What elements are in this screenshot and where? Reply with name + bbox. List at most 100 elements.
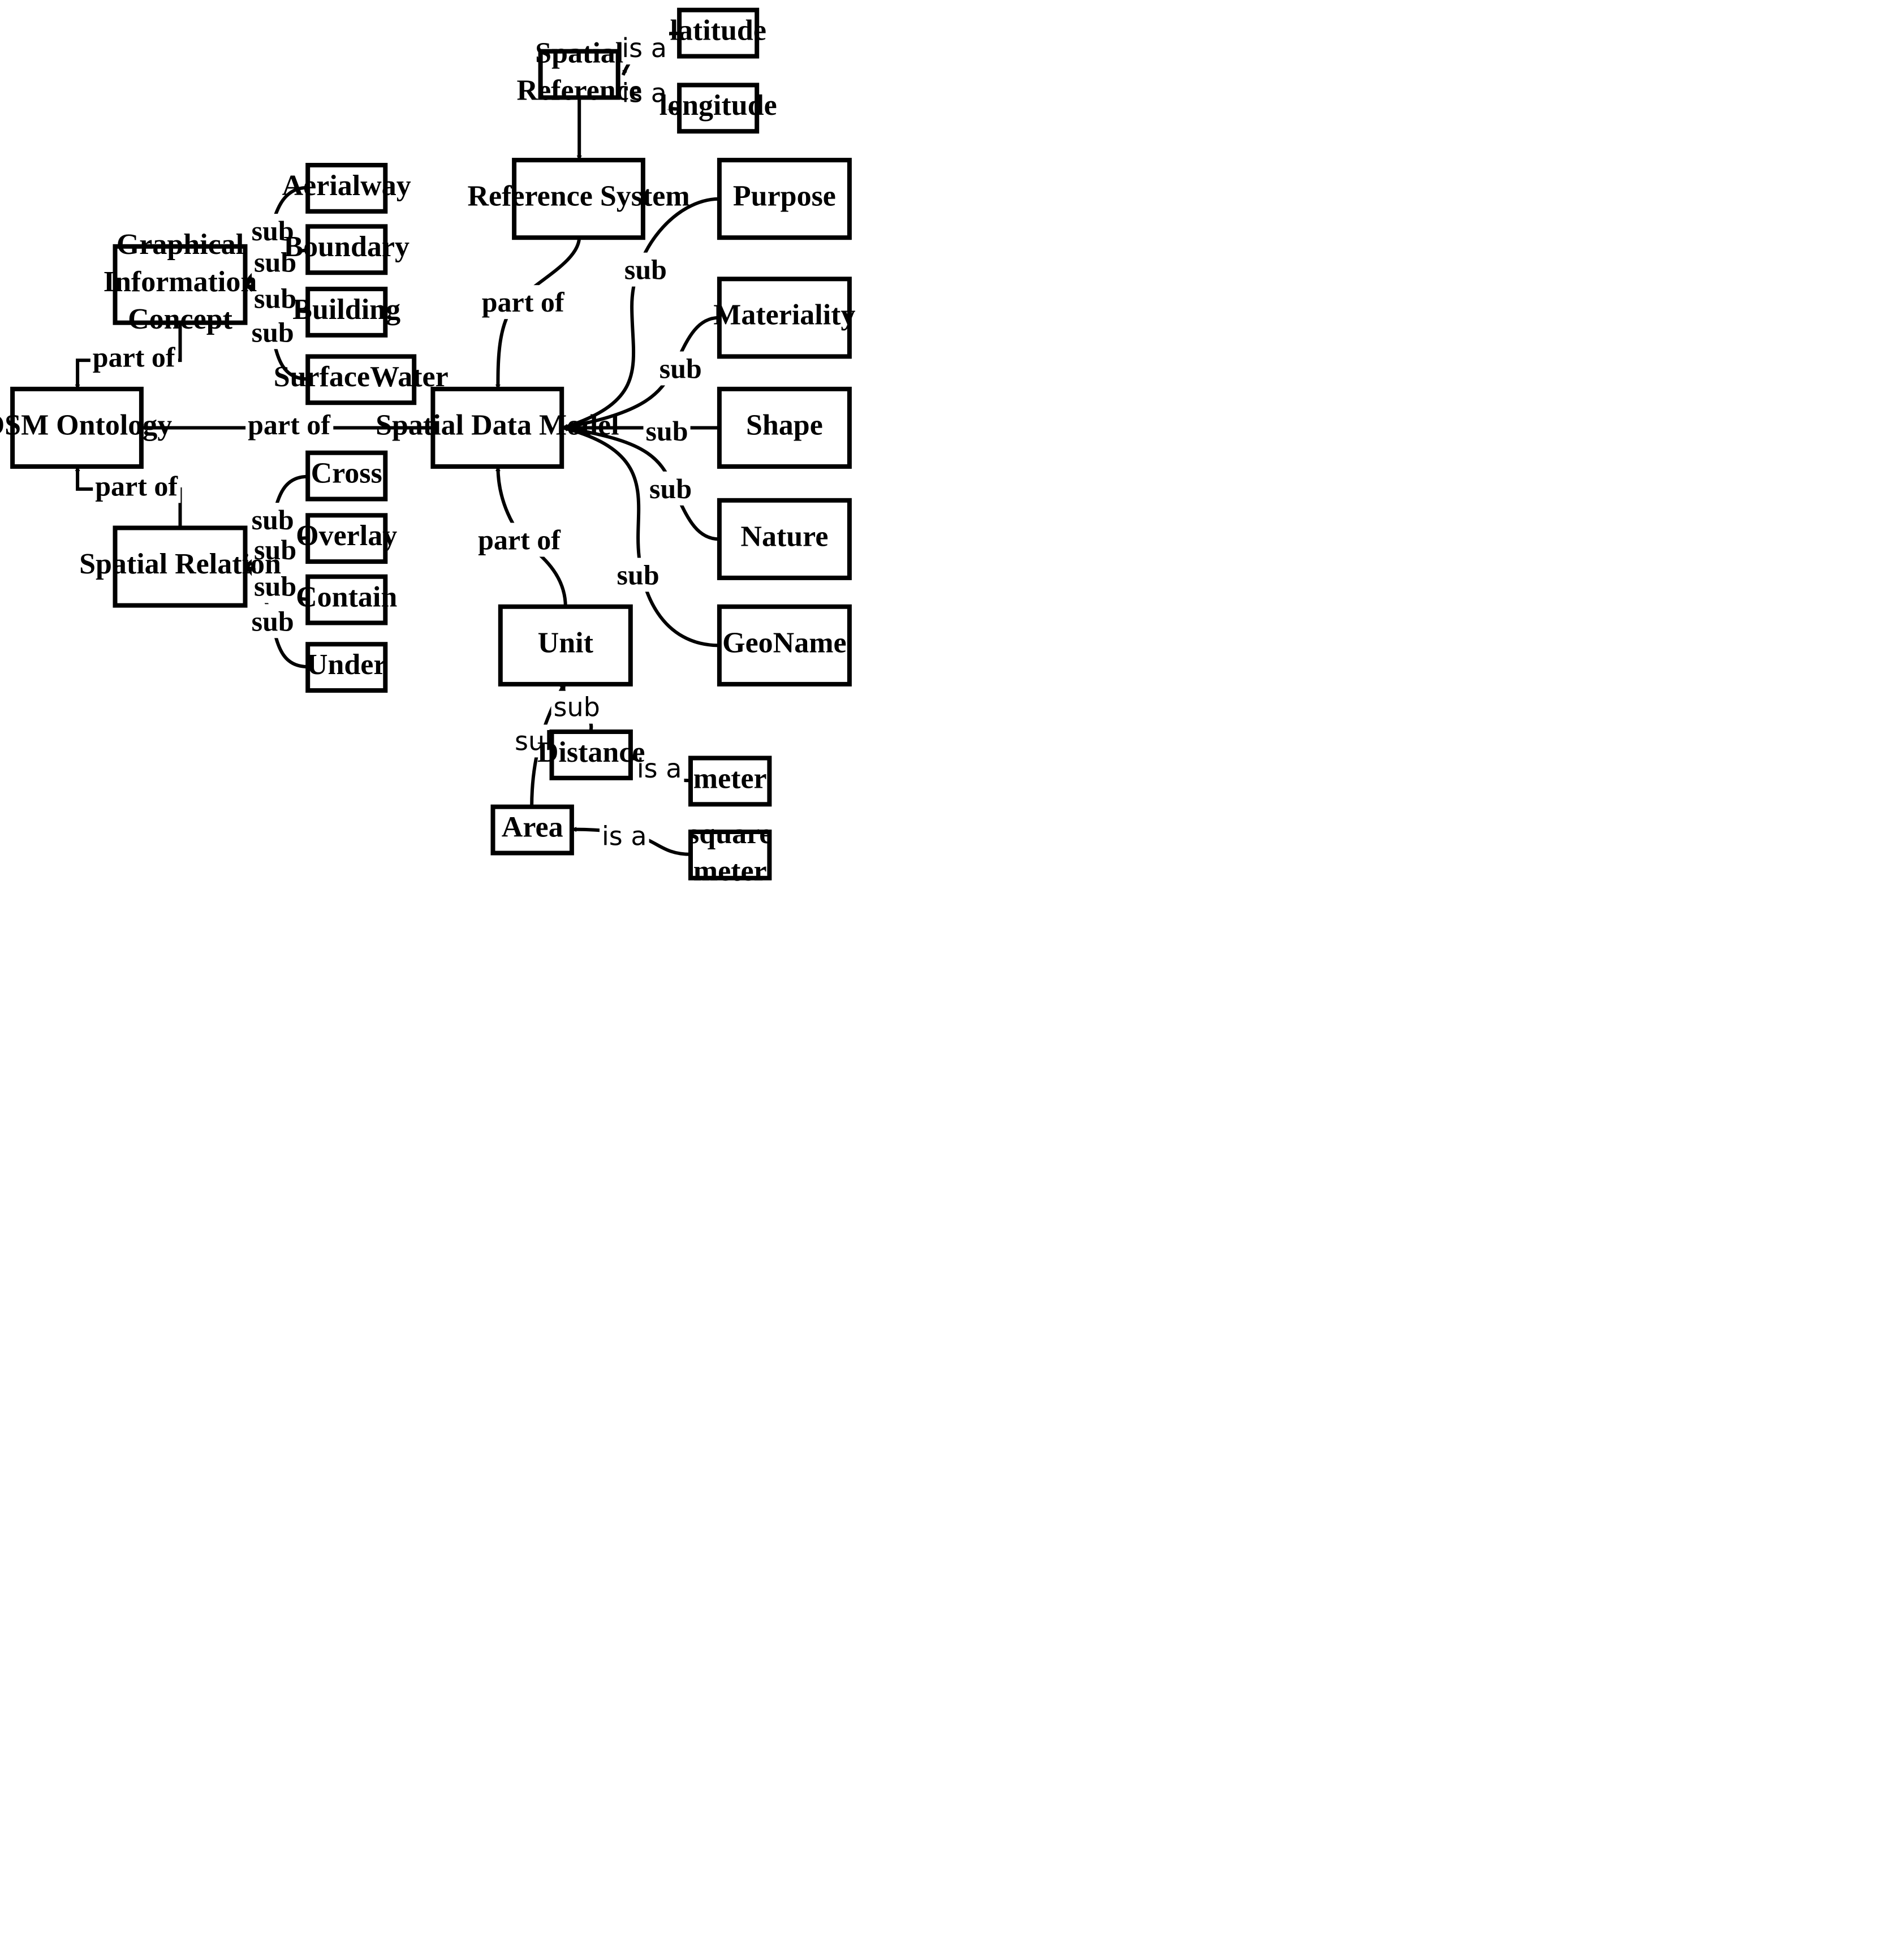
- node-box: [490, 804, 574, 856]
- edge-label: part of: [478, 524, 561, 555]
- node-label: OSM Ontology: [0, 409, 172, 441]
- edge-label: part of: [248, 409, 331, 441]
- node-reference-system: Reference System: [467, 158, 690, 240]
- edge-label: sub: [554, 692, 600, 723]
- node-box: [430, 386, 564, 469]
- edge-line: [562, 426, 720, 541]
- node-label: Under: [307, 649, 387, 681]
- node-box: [305, 450, 388, 502]
- node-osm-ontology: OSM Ontology: [0, 386, 172, 469]
- edge-label-background: [600, 819, 649, 853]
- node-aerialway: Aerialway: [282, 163, 411, 214]
- edge-nature-to-spatial-data-model: [562, 426, 720, 541]
- edge-label-background: [657, 351, 704, 386]
- node-label: Spatial: [535, 37, 623, 70]
- node-spatial-relation: Spatial Relation: [79, 525, 281, 608]
- edge-label: sub: [252, 605, 294, 637]
- edge-label: sub: [252, 215, 294, 247]
- node-label: GeoName: [722, 627, 846, 659]
- node-label: Spatial Data Model: [376, 409, 619, 441]
- node-box: [113, 525, 248, 608]
- edge-label: part of: [93, 342, 176, 373]
- node-box: [677, 7, 760, 59]
- edge-label-background: [252, 569, 299, 603]
- node-box: [717, 158, 852, 240]
- edge-label-background: [647, 471, 695, 506]
- edge-label-background: [614, 558, 662, 592]
- edge-label-background: [551, 690, 602, 724]
- node-meter: meter: [688, 755, 772, 807]
- node-box: [677, 83, 760, 134]
- node-box: [305, 163, 388, 214]
- edge-label-background: [619, 76, 669, 110]
- node-spatial-data-model: Spatial Data Model: [376, 386, 619, 469]
- edge-label-background: [643, 414, 691, 448]
- node-label: Reference: [517, 75, 642, 107]
- edge-line: [562, 197, 719, 430]
- edge-label-background: [619, 32, 669, 64]
- edge-label-background: [622, 252, 669, 287]
- edge-label-background: [249, 503, 296, 537]
- node-box: [717, 498, 852, 580]
- node-overlay: Overlay: [296, 513, 397, 564]
- node-label: Spatial Relation: [79, 548, 281, 580]
- node-label: square: [688, 818, 772, 850]
- edge-label: sub: [252, 316, 294, 348]
- node-box: [549, 729, 633, 780]
- node-box: [717, 277, 852, 359]
- edge-label-background: [245, 408, 334, 442]
- node-box: [305, 574, 388, 625]
- node-box: [10, 386, 144, 469]
- edge-label-background: [634, 752, 684, 785]
- edge-label-background: [252, 281, 299, 316]
- node-label: Building: [292, 293, 400, 326]
- node-box: [538, 49, 620, 100]
- edge-label: sub: [254, 570, 296, 602]
- node-box: [305, 354, 417, 405]
- edge-line: [562, 426, 719, 647]
- edge-label: sub: [254, 534, 296, 565]
- node-label: Boundary: [283, 231, 409, 263]
- edge-label: is a: [637, 753, 682, 784]
- edge-label: is a: [622, 78, 667, 109]
- edge-label-background: [479, 285, 567, 320]
- edge-label: part of: [482, 286, 565, 318]
- edge-label: is a: [602, 821, 647, 852]
- edge-label-background: [252, 533, 299, 567]
- node-label: Aerialway: [282, 170, 411, 202]
- node-materiality: Materiality: [713, 277, 856, 359]
- node-label: Overlay: [296, 520, 397, 552]
- edge-label: sub: [645, 415, 688, 447]
- edge-label: sub: [617, 559, 659, 590]
- node-label: Reference System: [467, 180, 689, 213]
- node-label: Nature: [740, 520, 828, 552]
- edge-label-background: [252, 245, 299, 279]
- node-unit: Unit: [498, 604, 633, 687]
- edge-label: sub: [659, 352, 702, 384]
- node-label: Area: [502, 811, 563, 844]
- node-label: Materiality: [713, 299, 855, 331]
- edge-label: sub: [624, 254, 667, 286]
- node-box: [717, 604, 852, 687]
- node-label: latitude: [670, 15, 766, 47]
- edge-label: sub: [254, 283, 296, 314]
- node-boundary: Boundary: [283, 224, 409, 275]
- node-box: [305, 224, 388, 275]
- node-longitude: longitude: [659, 83, 777, 134]
- node-shape: Shape: [717, 386, 852, 469]
- node-box: [113, 244, 248, 325]
- node-label: longitude: [659, 89, 777, 122]
- node-box: [688, 755, 772, 807]
- node-nature: Nature: [717, 498, 852, 580]
- node-label: Shape: [746, 409, 823, 441]
- edge-label-background: [90, 340, 178, 374]
- edge-label: sub: [252, 504, 294, 536]
- node-label: Cross: [311, 457, 382, 490]
- node-purpose: Purpose: [717, 158, 852, 240]
- node-box: [688, 830, 772, 880]
